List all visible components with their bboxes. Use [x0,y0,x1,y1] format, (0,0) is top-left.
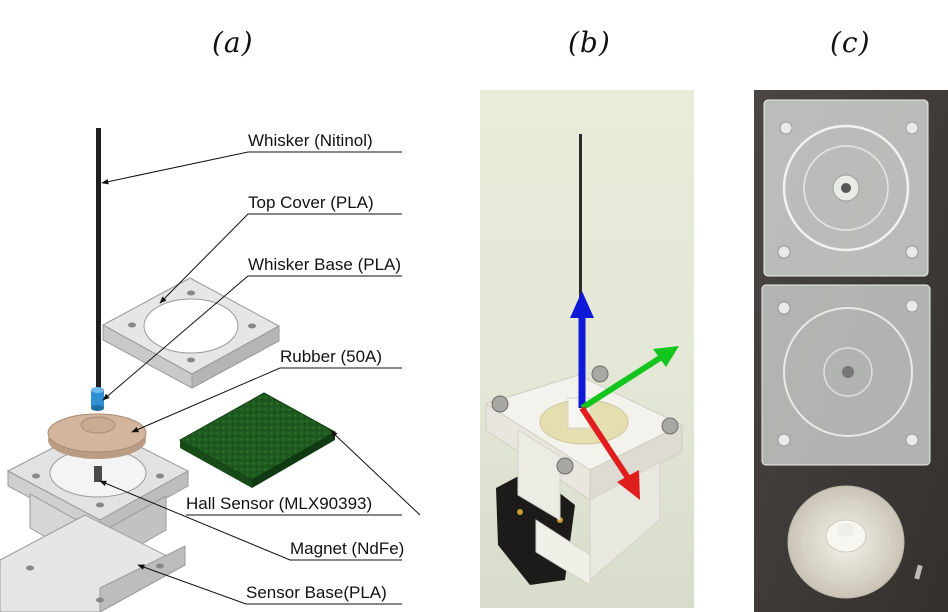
panel-label-c: (c) [830,26,871,59]
callout-whisker-base: Whisker Base (PLA) [248,255,401,274]
top-cover-plate [101,277,281,389]
panel-label-b: (b) [568,26,611,59]
photo-screws [491,365,679,475]
leader-lines [99,151,421,605]
sensor-base-block [0,424,190,612]
callout-magnet: Magnet (NdFe) [290,539,404,558]
photo-acrylic-parts [754,90,948,612]
x-axis [579,406,631,480]
rubber-pad [178,392,337,488]
y-axis [580,355,662,411]
callout-whisker: Whisker (Nitinol) [248,131,373,150]
callout-rubber: Rubber (50A) [280,347,382,366]
coordinate-axes [570,291,679,500]
callout-top-cover: Top Cover (PLA) [248,193,374,212]
photo-whisker [579,134,582,374]
callout-sensor-base: Sensor Base(PLA) [246,583,387,602]
photo-prototype [480,90,694,608]
whisker-base-disc [47,413,147,459]
silicone-cap [787,485,905,599]
callout-hall-sensor: Hall Sensor (MLX90393) [186,494,372,513]
magnet-connector [91,387,104,482]
exploded-view: Whisker (Nitinol) Top Cover (PLA) Whiske… [0,128,421,612]
whisker-rod [96,128,101,400]
acrylic-top-cover [763,99,929,277]
panel-label-a: (a) [212,26,254,59]
acrylic-base-plate [761,284,931,466]
